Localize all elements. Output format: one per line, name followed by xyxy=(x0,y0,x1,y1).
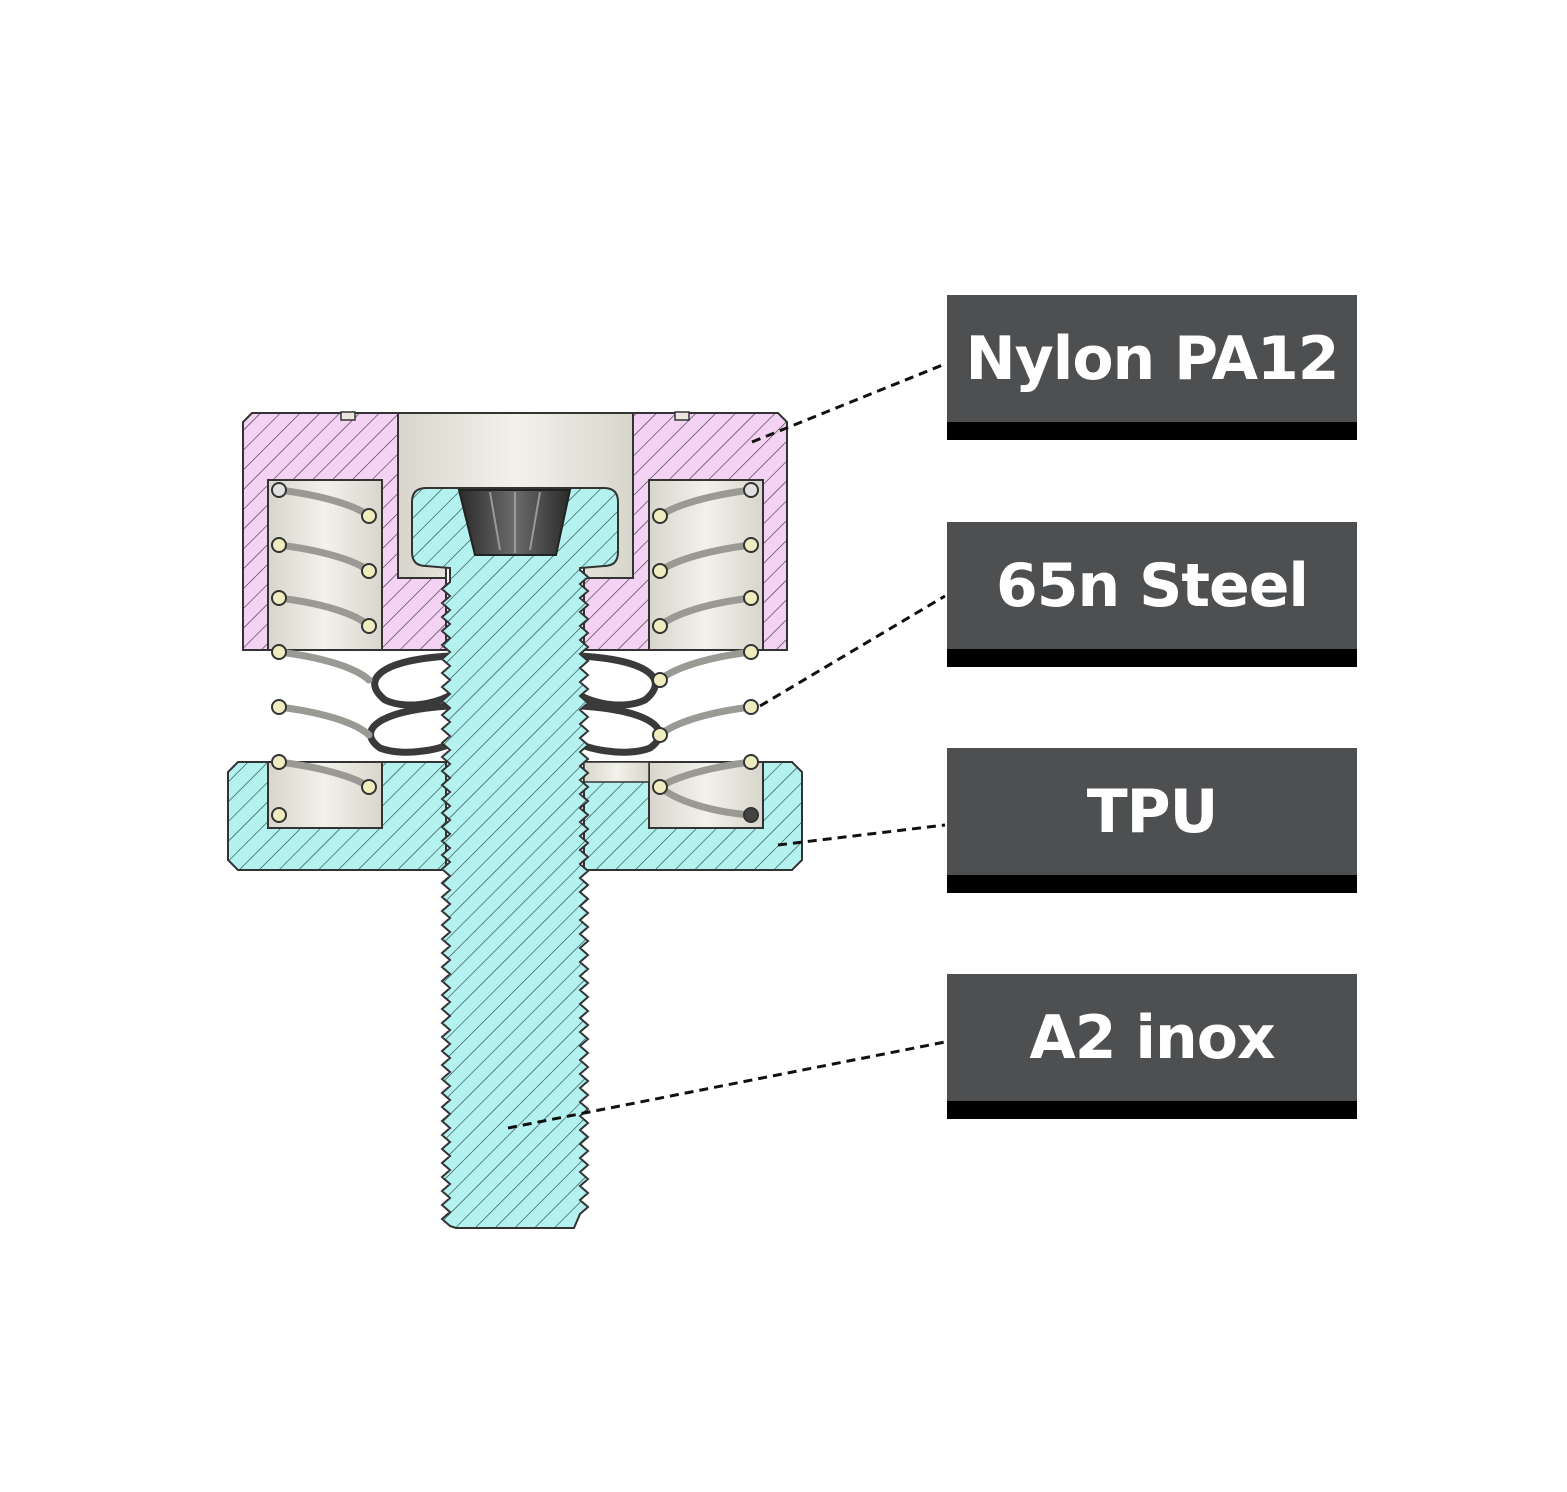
label-nylon-text: Nylon PA12 xyxy=(965,323,1339,394)
leader-nylon xyxy=(751,362,946,444)
leader-tpu xyxy=(777,823,946,847)
label-a2-inox: A2 inox xyxy=(947,974,1357,1119)
label-tpu-shadow xyxy=(947,875,1357,893)
label-tpu-text: TPU xyxy=(1086,776,1219,847)
label-nylon-pa12: Nylon PA12 xyxy=(947,295,1357,440)
leader-lines xyxy=(507,362,946,1130)
label-inox-shadow xyxy=(947,1101,1357,1119)
bolt xyxy=(411,487,619,1229)
label-steel-text: 65n Steel xyxy=(996,550,1309,621)
label-65n-steel: 65n Steel xyxy=(947,522,1357,667)
label-steel-shadow xyxy=(947,649,1357,667)
inner-spring xyxy=(367,652,663,756)
leader-steel xyxy=(759,594,946,708)
label-inox-text: A2 inox xyxy=(1029,1002,1275,1073)
label-nylon-shadow xyxy=(947,422,1357,440)
label-tpu: TPU xyxy=(947,748,1357,893)
spring-wire-sections xyxy=(271,482,759,823)
